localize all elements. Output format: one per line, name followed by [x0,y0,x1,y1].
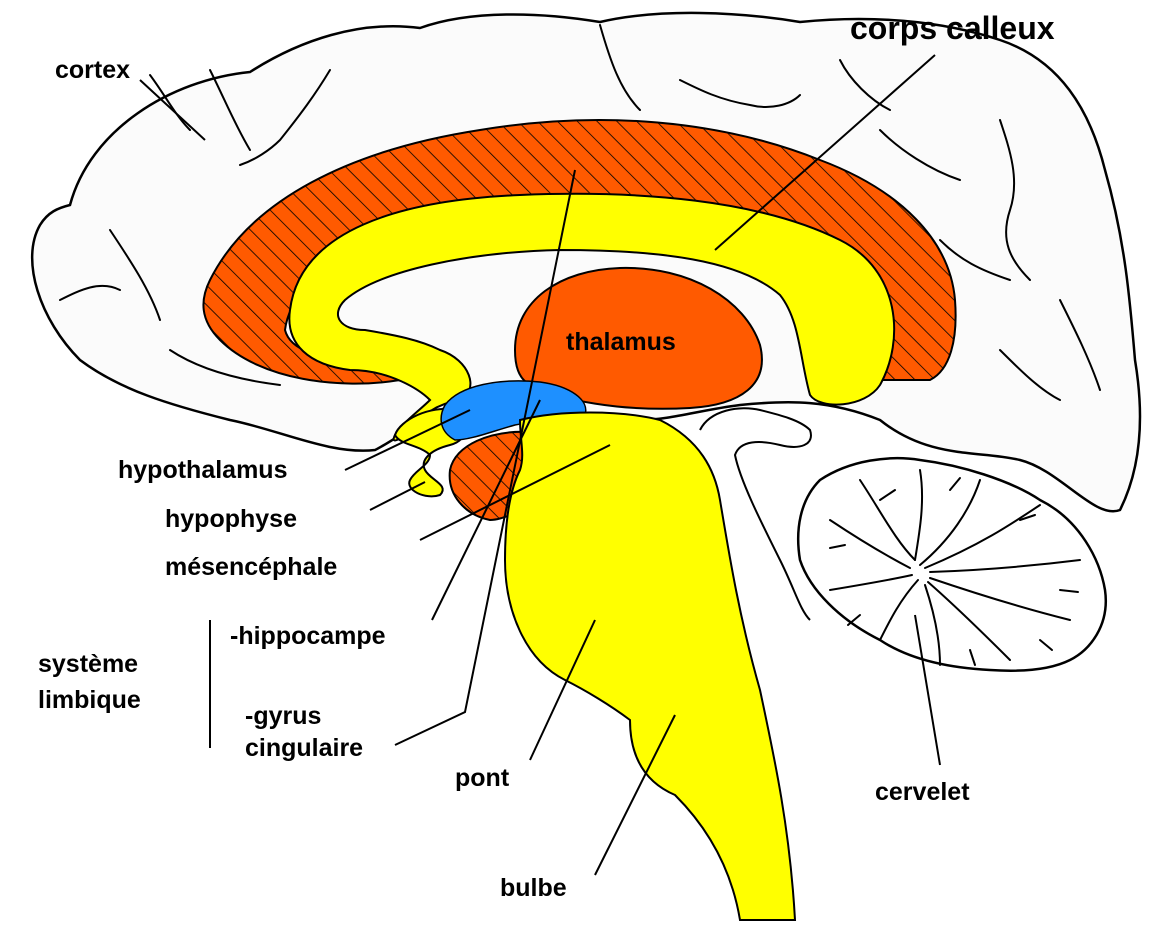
leader-hypophyse [370,482,425,510]
label-corps-calleux: corps calleux [850,10,1055,47]
label-thalamus: thalamus [566,328,676,357]
brainstem-shape [505,413,795,921]
label-gyrus: -gyrus [245,702,321,731]
label-mesencephale: mésencéphale [165,553,337,582]
label-limbique: limbique [38,686,141,715]
label-bulbe: bulbe [500,874,567,903]
cervelet-shape [798,458,1106,671]
label-hippocampe: -hippocampe [230,622,386,651]
label-hypothalamus: hypothalamus [118,456,287,485]
label-systeme: système [38,650,138,679]
label-cingulaire: cingulaire [245,734,363,763]
label-cervelet: cervelet [875,778,970,807]
label-hypophyse: hypophyse [165,505,297,534]
label-pont: pont [455,764,509,793]
label-cortex: cortex [55,56,130,85]
